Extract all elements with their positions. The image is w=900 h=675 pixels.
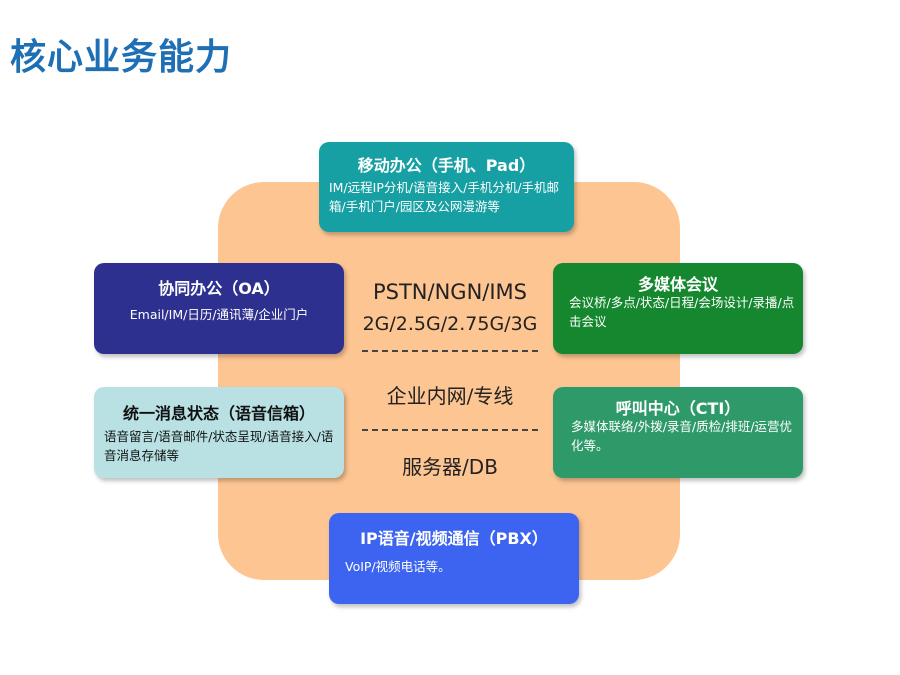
ip-voice-video-title: IP语音/视频通信（PBX）	[360, 529, 548, 548]
core-divider-bottom	[362, 429, 538, 431]
call-center-box: 呼叫中心（CTI） 多媒体联络/外拨/录音/质检/排班/运营优化等。	[553, 387, 803, 478]
unified-messaging-box: 统一消息状态（语音信箱） 语音留言/语音邮件/状态呈现/语音接入/语音消息存储等	[94, 387, 344, 478]
call-center-title: 呼叫中心（CTI）	[615, 399, 741, 418]
collaborative-office-title: 协同办公（OA）	[158, 279, 280, 298]
core-server-label: 服务器/DB	[402, 455, 498, 479]
mobile-office-desc: IM/远程IP分机/语音接入/手机分机/手机邮箱/手机门户/园区及公网漫游等	[329, 180, 560, 214]
mobile-office-title: 移动办公（手机、Pad）	[357, 156, 536, 175]
multimedia-conference-desc: 会议桥/多点/状态/日程/会场设计/录播/点击会议	[569, 295, 795, 329]
mobile-office-box: 移动办公（手机、Pad） IM/远程IP分机/语音接入/手机分机/手机邮箱/手机…	[319, 142, 574, 232]
core-mobile-network-label: 2G/2.5G/2.75G/3G	[362, 313, 538, 335]
collaborative-office-box: 协同办公（OA） Email/IM/日历/通讯薄/企业门户	[94, 263, 344, 354]
call-center-desc: 多媒体联络/外拨/录音/质检/排班/运营优化等。	[571, 419, 793, 453]
collaborative-office-desc: Email/IM/日历/通讯薄/企业门户	[129, 307, 309, 322]
ip-voice-video-box: IP语音/视频通信（PBX） VoIP/视频电话等。	[329, 513, 579, 604]
core-divider-top	[362, 350, 538, 352]
multimedia-conference-box: 多媒体会议 会议桥/多点/状态/日程/会场设计/录播/点击会议	[553, 263, 803, 354]
multimedia-conference-title: 多媒体会议	[637, 275, 718, 294]
ip-voice-video-desc: VoIP/视频电话等。	[345, 559, 451, 574]
unified-messaging-desc: 语音留言/语音邮件/状态呈现/语音接入/语音消息存储等	[104, 429, 334, 463]
unified-messaging-title: 统一消息状态（语音信箱）	[122, 404, 315, 423]
core-network-label: PSTN/NGN/IMS	[372, 280, 527, 304]
core-intranet-label: 企业内网/专线	[386, 384, 514, 408]
page-title: 核心业务能力	[10, 37, 233, 78]
